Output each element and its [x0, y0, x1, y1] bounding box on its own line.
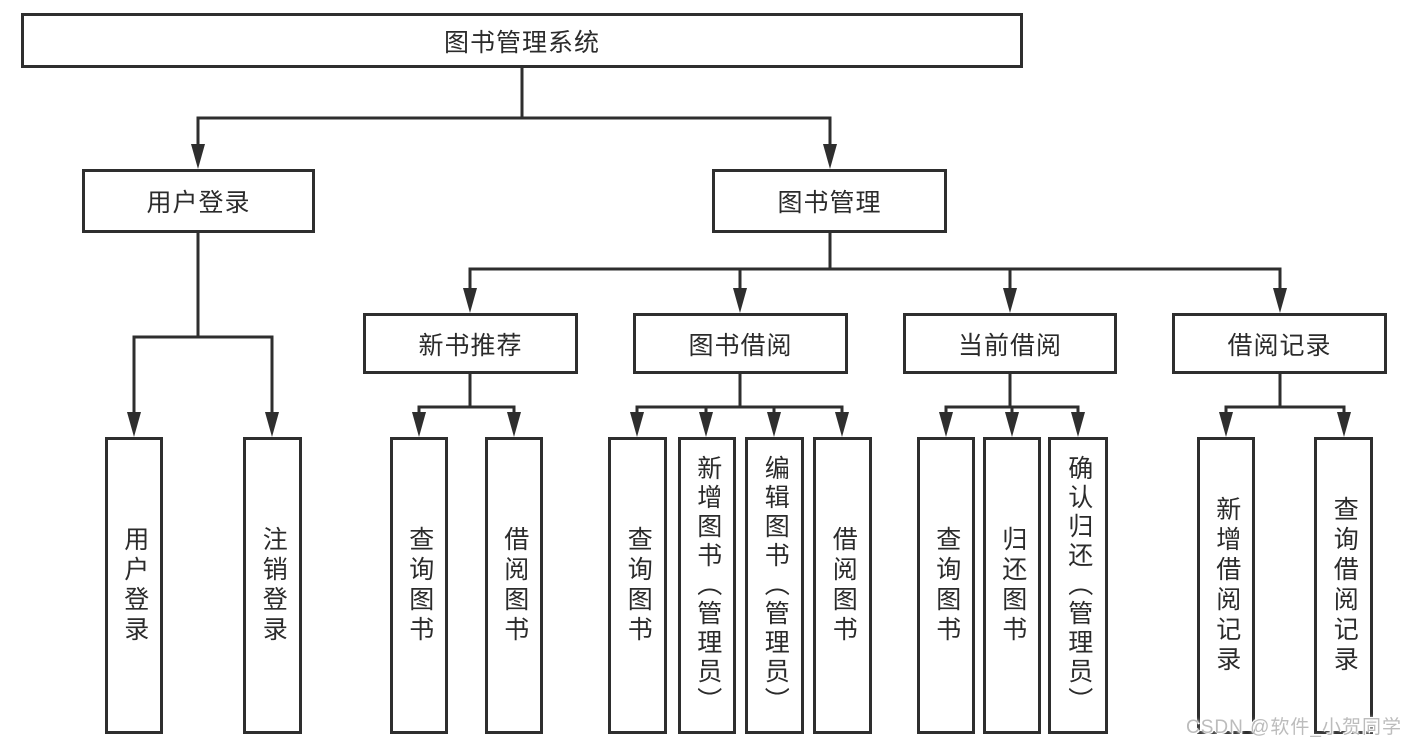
node-leaf-user-login: 用户登录: [105, 437, 163, 734]
node-leaf-query-borrow-record: 查询借阅记录: [1314, 437, 1373, 734]
node-book-borrowing: 图书借阅: [633, 313, 848, 374]
node-book-management: 图书管理: [712, 169, 947, 233]
node-leaf-return-books: 归还图书: [983, 437, 1041, 734]
node-leaf-borrow-books-borrowing: 借阅图书: [813, 437, 872, 734]
node-leaf-edit-books-admin: 编辑图书（管理员）: [745, 437, 804, 734]
node-leaf-add-books-admin: 新增图书（管理员）: [678, 437, 736, 734]
node-borrowing-records: 借阅记录: [1172, 313, 1387, 374]
node-leaf-add-borrow-record: 新增借阅记录: [1197, 437, 1255, 734]
node-user-login: 用户登录: [82, 169, 315, 233]
node-leaf-logout: 注销登录: [243, 437, 302, 734]
node-leaf-confirm-return-admin: 确认归还（管理员）: [1048, 437, 1108, 734]
watermark-text: CSDN @软件_小贺同学: [1186, 717, 1402, 738]
node-new-book-recommend: 新书推荐: [363, 313, 578, 374]
node-current-borrowing: 当前借阅: [903, 313, 1117, 374]
node-root: 图书管理系统: [21, 13, 1023, 68]
node-leaf-query-books-current: 查询图书: [917, 437, 975, 734]
node-leaf-query-books-borrowing: 查询图书: [608, 437, 667, 734]
node-leaf-borrow-books-recommend: 借阅图书: [485, 437, 543, 734]
node-leaf-query-books-recommend: 查询图书: [390, 437, 448, 734]
